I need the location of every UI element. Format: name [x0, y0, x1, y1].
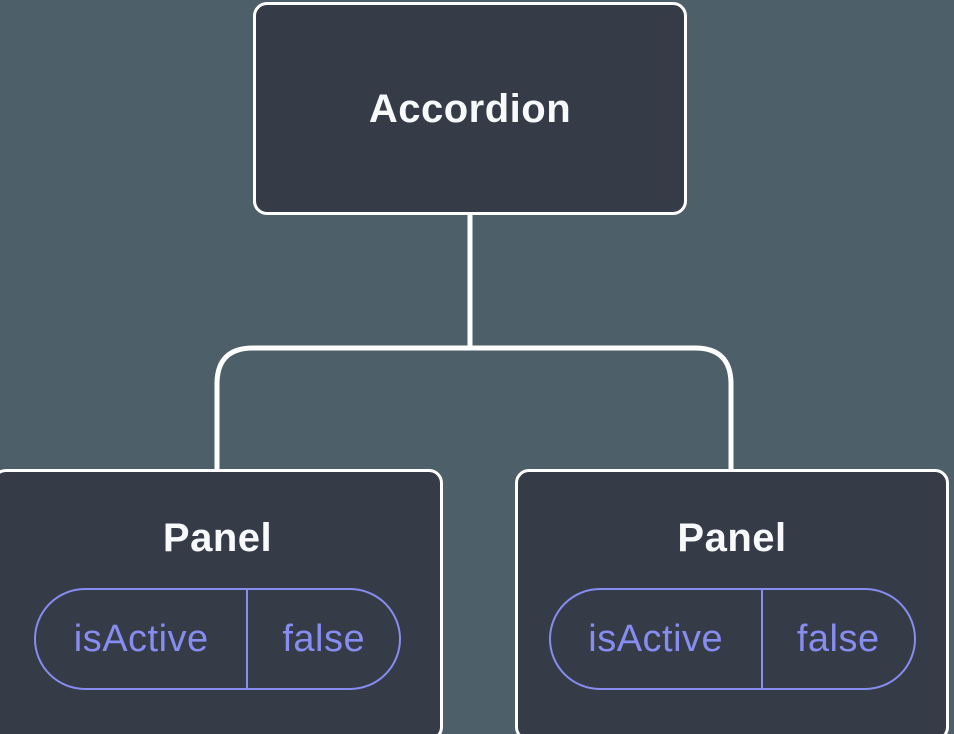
accordion-node: Accordion [253, 2, 687, 215]
state-key-cell: isActive [588, 617, 724, 660]
panel-label: Panel [162, 516, 273, 560]
panel-node-left: Panel isActive false [0, 469, 443, 734]
state-key-cell: isActive [73, 617, 209, 660]
state-value-cell: false [246, 590, 399, 688]
state-pill: isActive false [548, 588, 916, 690]
accordion-label: Accordion [368, 86, 572, 131]
panel-node-right: Panel isActive false [515, 469, 949, 734]
state-pill: isActive false [34, 588, 401, 690]
state-value-cell: false [760, 590, 914, 688]
panel-label: Panel [677, 516, 787, 560]
